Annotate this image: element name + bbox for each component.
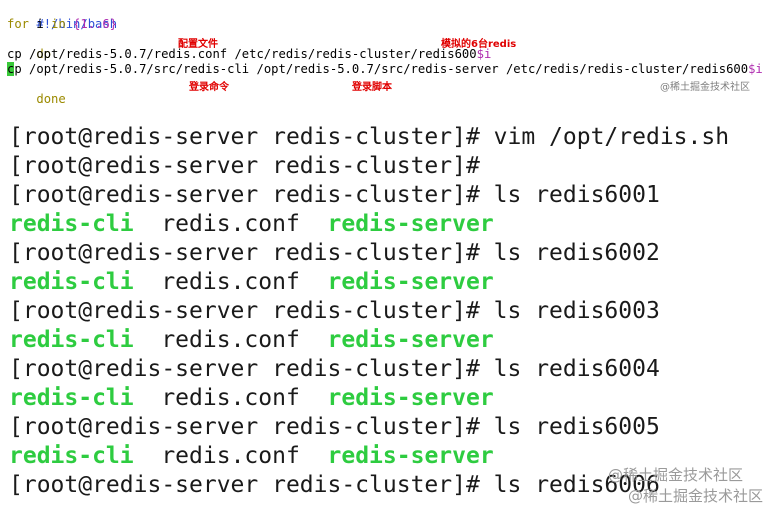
cp-conf-command: cp /opt/redis-5.0.7/redis.conf /etc/redi… [7,47,477,61]
script-line-shebang: #!/bin/bash [7,2,117,31]
script-editor[interactable]: #!/bin/bash for i in {1..6} do cp /opt/r… [0,0,779,106]
script-line-done: done [7,77,65,106]
annotation-six-redis: 模拟的6台redis [441,39,517,50]
ls-output-6002: redis-cli redis.conf redis-server [9,268,494,297]
ls-item-redis-cli: redis-cli [9,269,134,295]
terminal-line-ls-6003: [root@redis-server redis-cluster]# ls re… [9,298,660,324]
ls-output-6005: redis-cli redis.conf redis-server [9,442,494,471]
ls-item-redis-conf: redis.conf [161,327,300,353]
watermark-big-1: @稀土掘金技术社区 [608,466,744,484]
script-line-for: for i in {1..6} [7,17,117,32]
ls-item-redis-cli: redis-cli [9,443,134,469]
terminal-line-vim: [root@redis-server redis-cluster]# vim /… [9,124,730,150]
for-keyword: for [7,17,30,31]
annotation-login-command: 登录命令 [189,82,229,93]
cp-bin-variable: $i [748,62,763,76]
range-expression: {1..6} [65,17,118,31]
ls-output-6001: redis-cli redis.conf redis-server [9,210,494,239]
watermark-big-2: @稀土掘金技术社区 [628,487,764,505]
terminal-line-ls-6001: [root@redis-server redis-cluster]# ls re… [9,182,660,208]
watermark-small: @稀土掘金技术社区 [660,82,750,93]
shebang-text: #!/bin/bash [36,17,118,31]
ls-item-redis-cli: redis-cli [9,211,134,237]
ls-item-redis-conf: redis.conf [161,269,300,295]
annotation-login-script: 登录脚本 [352,82,392,93]
script-line-do: do [7,32,51,61]
ls-item-redis-server: redis-server [327,443,494,469]
terminal-line-ls-6006: [root@redis-server redis-cluster]# ls re… [9,472,660,498]
cp-conf-variable: $i [476,47,492,61]
ls-item-redis-conf: redis.conf [161,385,300,411]
ls-item-redis-server: redis-server [327,385,494,411]
ls-item-redis-server: redis-server [327,269,494,295]
ls-item-redis-cli: redis-cli [9,385,134,411]
cp-bin-command: p /opt/redis-5.0.7/src/redis-cli /opt/re… [14,62,749,76]
terminal-window[interactable]: [root@redis-server redis-cluster]# vim /… [0,120,779,509]
ls-output-6004: redis-cli redis.conf redis-server [9,384,494,413]
done-keyword: done [36,92,66,106]
script-line-cp-bin: cp /opt/redis-5.0.7/src/redis-cli /opt/r… [7,62,763,77]
ls-item-redis-conf: redis.conf [161,443,300,469]
ls-item-redis-server: redis-server [327,211,494,237]
terminal-line-prompt: [root@redis-server redis-cluster]# [9,153,480,179]
ls-output-6003: redis-cli redis.conf redis-server [9,326,494,355]
ls-item-redis-conf: redis.conf [161,211,300,237]
do-keyword: do [36,47,52,61]
in-keyword: in [51,17,66,31]
for-variable: i [29,17,52,31]
annotation-config-file: 配置文件 [178,39,218,50]
terminal-line-ls-6004: [root@redis-server redis-cluster]# ls re… [9,356,660,382]
terminal-line-ls-6005: [root@redis-server redis-cluster]# ls re… [9,414,660,440]
editor-cursor: c [7,62,15,76]
ls-item-redis-server: redis-server [327,327,494,353]
script-line-cp-conf: cp /opt/redis-5.0.7/redis.conf /etc/redi… [7,47,491,62]
terminal-line-ls-6002: [root@redis-server redis-cluster]# ls re… [9,240,660,266]
ls-item-redis-cli: redis-cli [9,327,134,353]
